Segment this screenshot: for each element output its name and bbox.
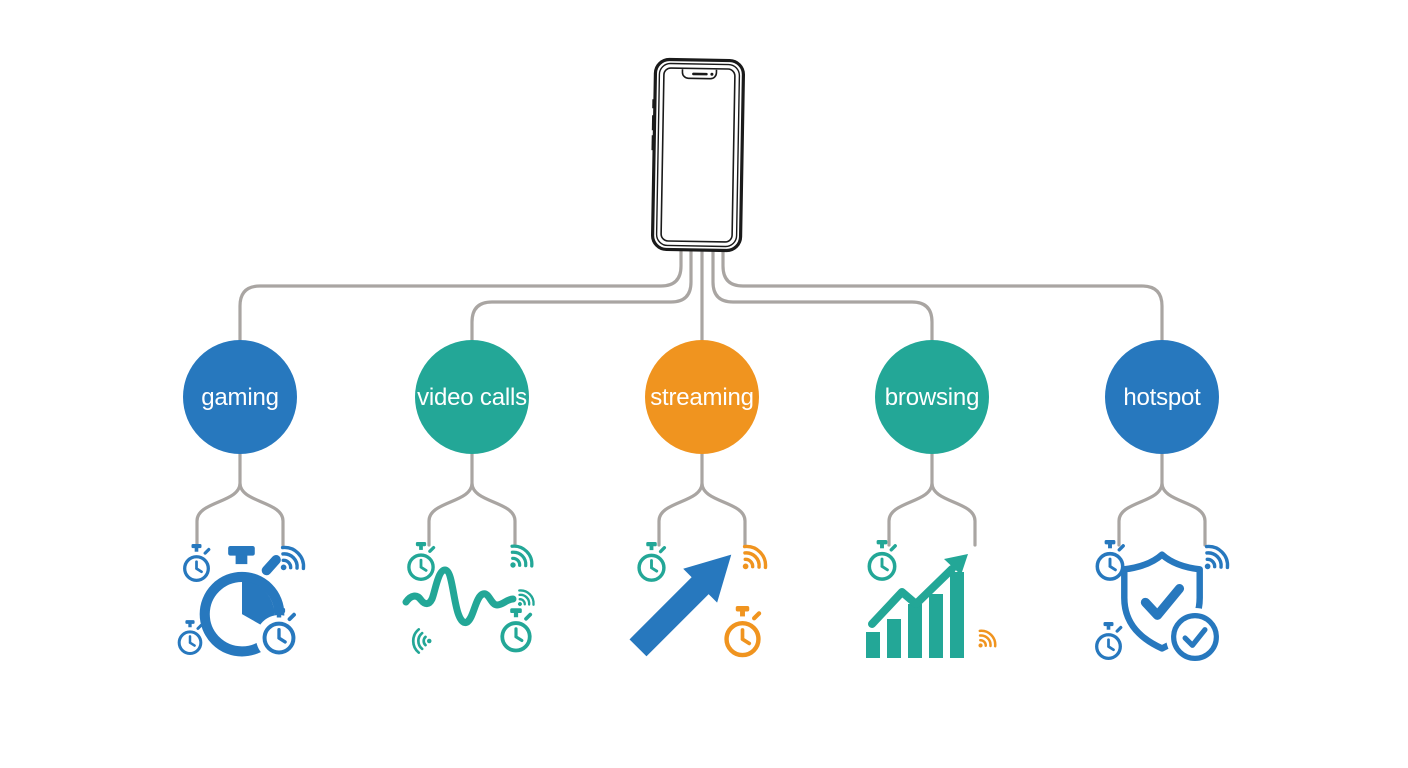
bracket-gaming (195, 452, 285, 547)
clock-icon (177, 620, 203, 656)
bracket-video-calls (427, 452, 517, 547)
stopwatch-icon (637, 542, 667, 582)
stopwatch-icon (407, 542, 436, 581)
stopwatch-icon (1095, 622, 1123, 661)
connector-gaming (238, 248, 683, 342)
connector-video-calls (470, 248, 693, 342)
node-hotspot: hotspot (1105, 340, 1219, 454)
hotspot-icon-cluster (1095, 540, 1234, 666)
hotspot-circle (1105, 340, 1219, 454)
streaming-label: streaming (650, 384, 754, 411)
growth-bar-chart-icon (866, 554, 968, 658)
stopwatch-icon (500, 608, 533, 653)
node-browsing: browsing (875, 340, 989, 454)
gaming-label: gaming (201, 384, 279, 411)
connector-browsing (711, 248, 934, 342)
streaming-circle (645, 340, 759, 454)
streaming-icon-cluster (620, 537, 772, 665)
wifi-signal-icon (972, 626, 1000, 654)
wifi-signal-icon (734, 540, 772, 578)
browsing-icon-cluster (866, 540, 1000, 658)
hotspot-label: hotspot (1123, 384, 1201, 411)
video-calls-circle (415, 340, 529, 454)
browsing-label: browsing (885, 384, 979, 411)
node-video-calls: video calls (415, 340, 529, 454)
node-gaming: gaming (183, 340, 297, 454)
video-calls-icon-cluster (400, 540, 538, 663)
bracket-hotspot (1117, 452, 1207, 547)
bracket-browsing (887, 452, 977, 547)
wifi-signal-icon (502, 540, 538, 576)
category-nodes: gaming video calls streaming browsing ho… (183, 340, 1219, 454)
connector-hotspot (721, 248, 1164, 342)
gaming-circle (183, 340, 297, 454)
clock-icon (183, 544, 211, 583)
node-streaming: streaming (645, 340, 759, 454)
smartphone-icon (650, 57, 746, 253)
video-calls-label: video calls (417, 384, 527, 411)
bracket-streaming (657, 452, 747, 547)
connector-lines (238, 248, 1164, 342)
stopwatch-icon (727, 606, 760, 655)
stopwatch-icon (867, 540, 897, 581)
branch-brackets (195, 452, 1207, 547)
wifi-signal-icon (400, 619, 443, 663)
gaming-icon-cluster (177, 541, 310, 661)
browsing-circle (875, 340, 989, 454)
